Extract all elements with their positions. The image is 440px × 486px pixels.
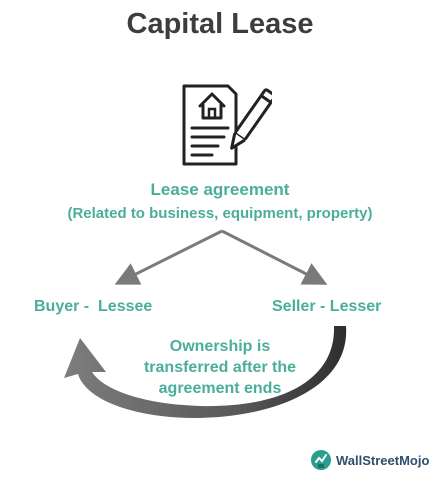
ownership-transfer-text: Ownership is transferred after the agree… (120, 336, 320, 399)
ownership-line: Ownership is (169, 338, 271, 355)
lease-agreement-subtitle: (Related to business, equipment, propert… (67, 205, 373, 222)
document-house-pen-icon (182, 84, 272, 166)
brand-name: WallStreetMojo (336, 452, 430, 468)
buyer-lessee-label: Buyer - Lessee (34, 298, 153, 315)
brand: WallStreetMojo (310, 448, 429, 472)
wallstreetmojo-logo-icon (311, 450, 331, 470)
arrow-to-buyer (114, 229, 223, 285)
arrow-to-seller (221, 229, 328, 285)
seller-lesser-label: Seller - Lesser (272, 298, 382, 315)
ownership-line: agreement ends (158, 380, 282, 397)
diagram-title: Capital Lease (126, 8, 314, 40)
ownership-line: transferred after the (143, 359, 297, 376)
lease-agreement-title: Lease agreement (150, 180, 290, 199)
